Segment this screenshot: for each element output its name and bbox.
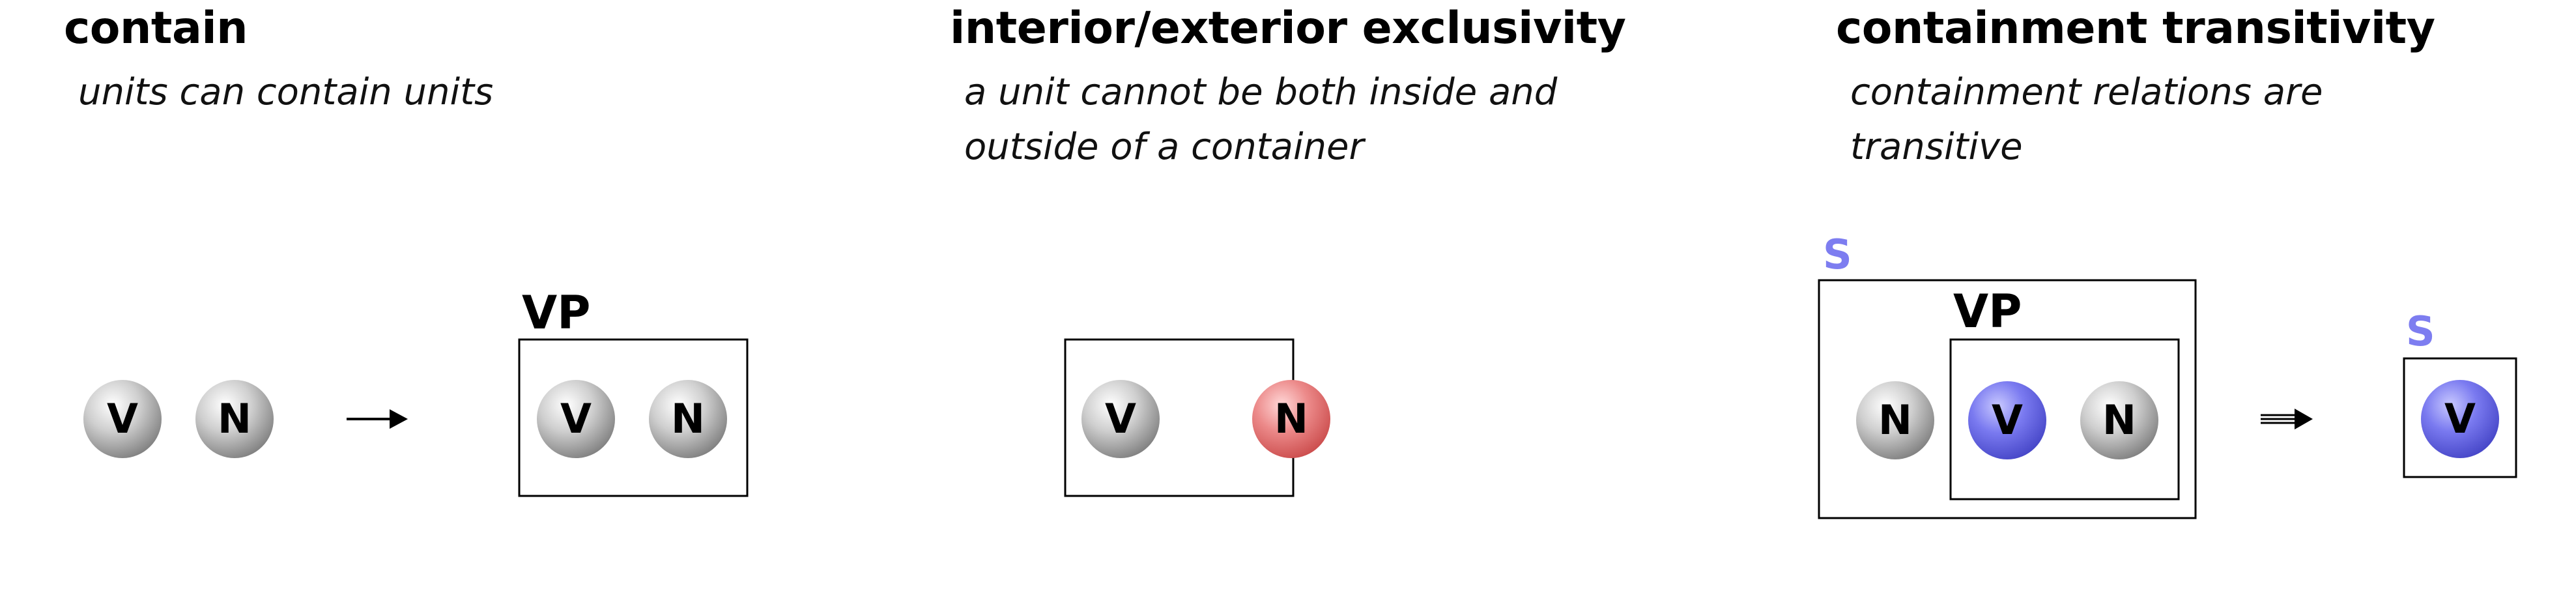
subtitle-line: units can contain units	[78, 71, 494, 113]
container-vp	[1949, 338, 2180, 500]
unit-n-inner: N	[2080, 381, 2158, 459]
container-s	[1818, 279, 2197, 519]
subtitle-line: transitive	[1850, 126, 2023, 168]
inner-label-vp: VP	[1953, 285, 2022, 338]
contain-diagram: V N VP V N	[83, 286, 749, 497]
unit-v-label: V	[2444, 395, 2476, 442]
container-vp	[518, 338, 749, 497]
transitivity-diagram: S VP N V N S V	[1818, 231, 2517, 519]
subtitle-line: a unit cannot be both inside and	[964, 71, 1558, 113]
result-container-s	[2403, 357, 2517, 478]
unit-n-label: N	[1878, 396, 1912, 444]
panel-subtitle: units can contain units	[78, 65, 493, 120]
unit-n-boundary: N	[1252, 380, 1330, 458]
arrow-right-icon	[347, 409, 408, 429]
unit-v-label: V	[1992, 396, 2023, 444]
unit-v-label: V	[1105, 395, 1136, 442]
unit-n: N	[195, 380, 274, 458]
unit-v-inner: V	[1968, 381, 2046, 459]
unit-n-label: N	[1274, 395, 1308, 442]
panel-transitivity: containment transitivity containment rel…	[1818, 0, 2572, 608]
panel-exclusivity: interior/exterior exclusivity a unit can…	[950, 0, 1797, 608]
unit-v-contained: V	[537, 380, 615, 458]
unit-v-result: V	[2421, 380, 2499, 458]
unit-v: V	[83, 380, 162, 458]
panel-subtitle: containment relations are transitive	[1850, 65, 2323, 175]
unit-n-contained: N	[649, 380, 727, 458]
unit-v: V	[1081, 380, 1160, 458]
outer-label-s: S	[1823, 231, 1852, 278]
exclusivity-diagram: V N	[1064, 338, 1330, 497]
panel-title: containment transitivity	[1836, 3, 2435, 54]
result-label-s: S	[2406, 308, 2435, 355]
subtitle-line: containment relations are	[1850, 71, 2323, 113]
unit-n-label: N	[671, 395, 705, 442]
panel-contain: contain units can contain units V N VP V…	[64, 0, 911, 608]
unit-n-outer: N	[1856, 381, 1934, 459]
subtitle-line: outside of a container	[964, 126, 1364, 168]
panel-title: contain	[64, 3, 248, 54]
unit-n-label: N	[2102, 396, 2136, 444]
container-label-vp: VP	[522, 286, 590, 340]
unit-v-label: V	[107, 395, 138, 442]
unit-n-label: N	[218, 395, 251, 442]
panel-title: interior/exterior exclusivity	[950, 3, 1626, 54]
implies-arrow-icon	[2261, 409, 2313, 429]
panel-subtitle: a unit cannot be both inside and outside…	[964, 65, 1557, 175]
unit-v-label: V	[560, 395, 592, 442]
